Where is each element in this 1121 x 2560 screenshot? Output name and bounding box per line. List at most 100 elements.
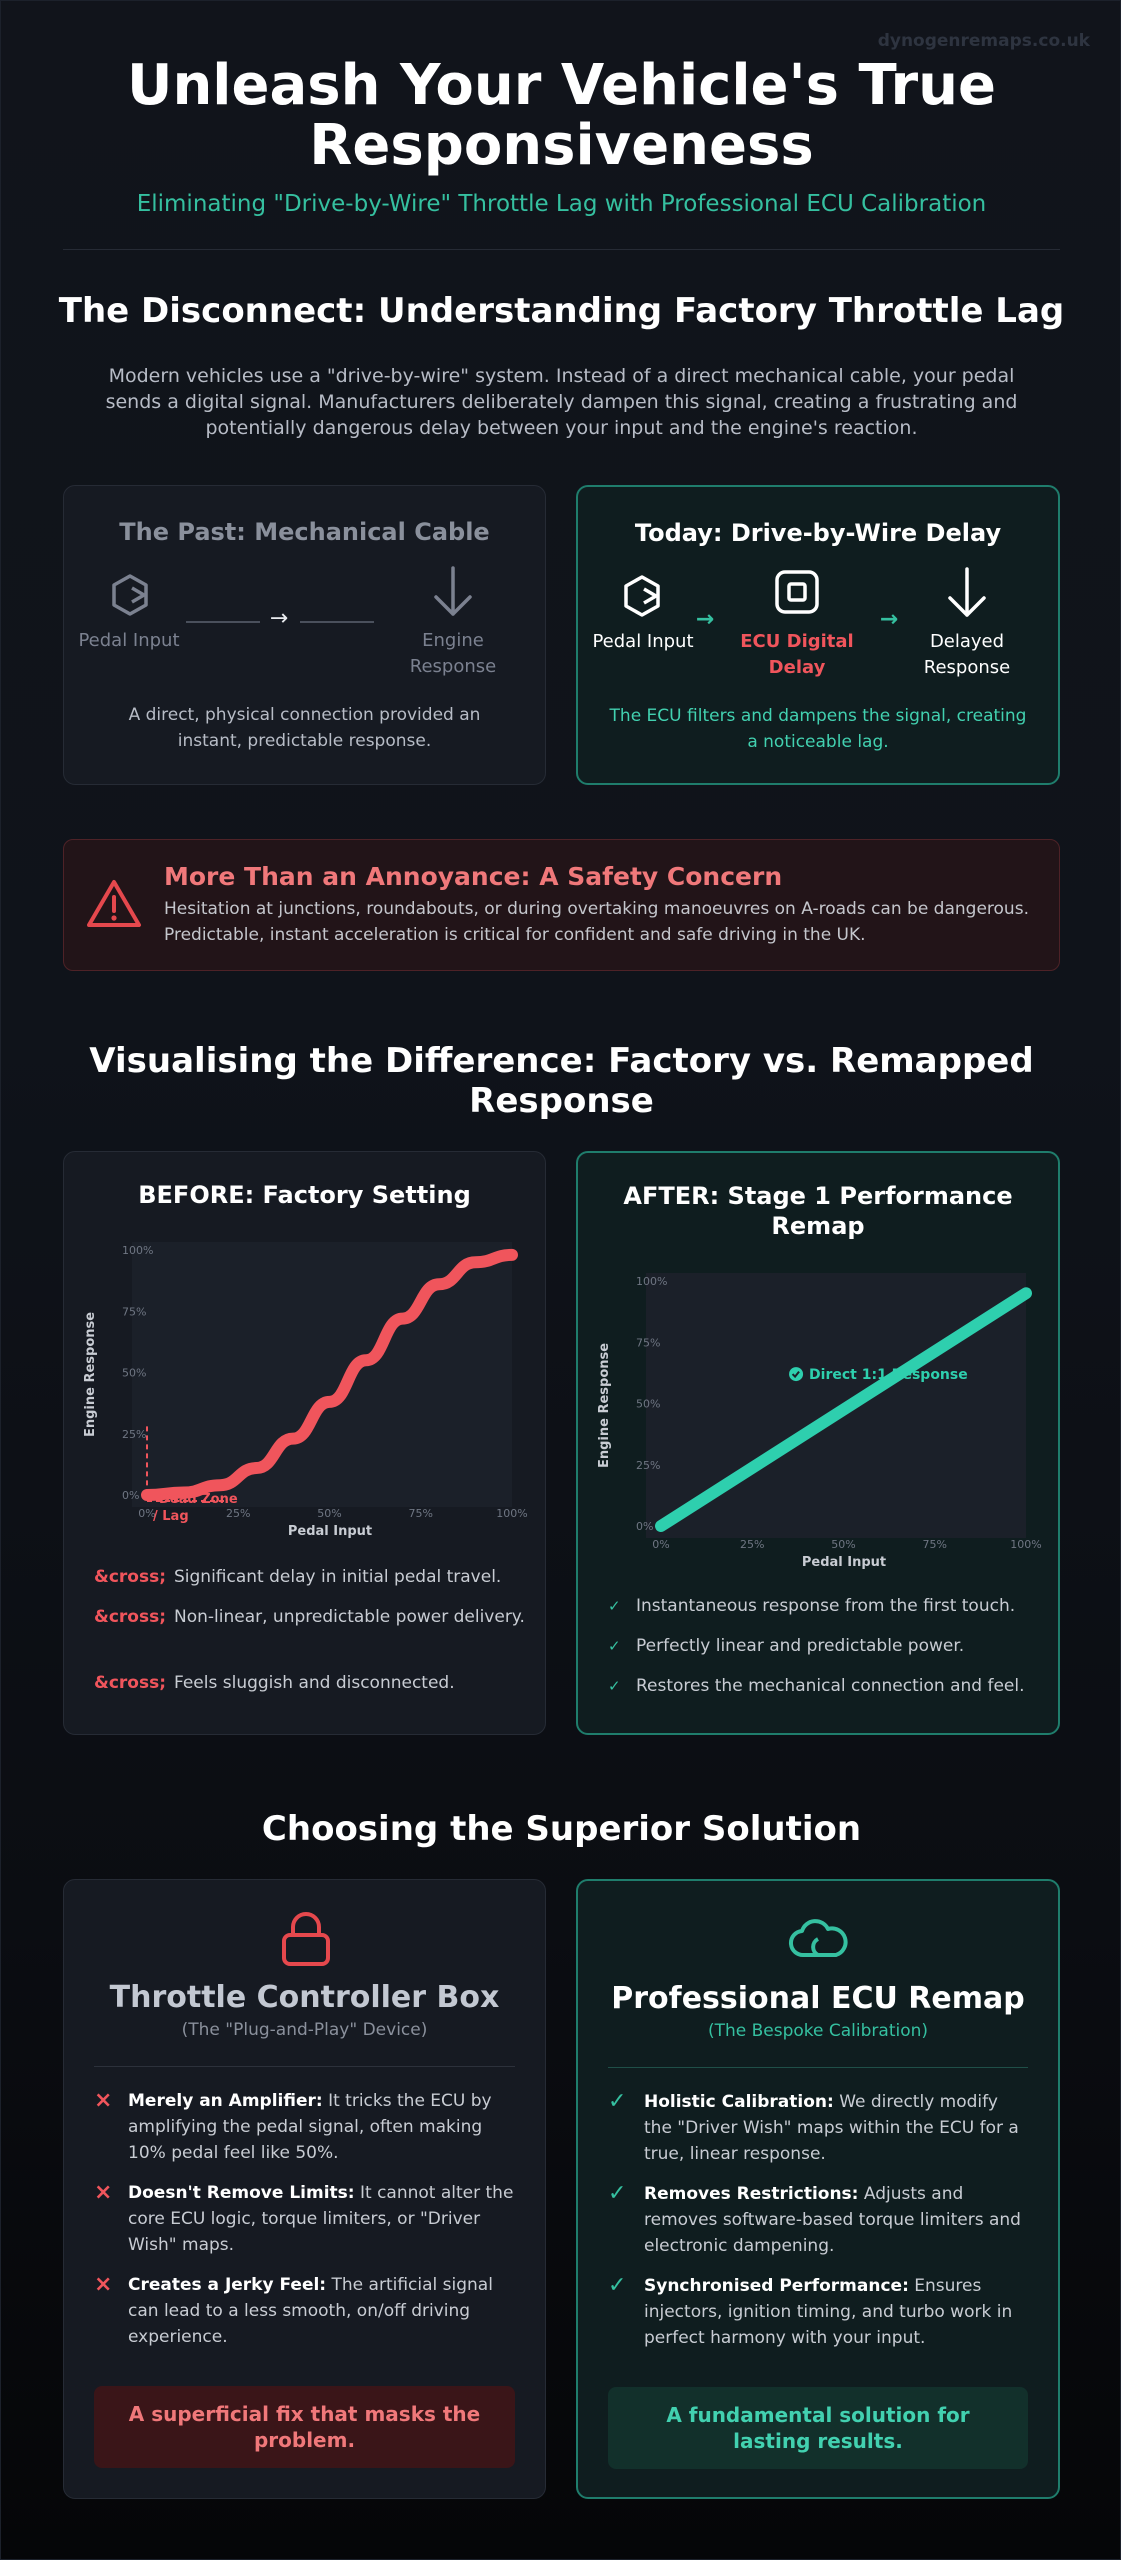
x-tick-label: 100% bbox=[1010, 1538, 1041, 1551]
page-subtitle: Eliminating "Drive-by-Wire" Throttle Lag… bbox=[136, 191, 987, 217]
y-axis-label: Engine Response bbox=[83, 1312, 98, 1437]
cross-icon: × bbox=[94, 2088, 113, 2113]
remap-item-3: ✓ Synchronised Performance: Ensures inje… bbox=[608, 2273, 1028, 2351]
x-tick-label: 0% bbox=[652, 1538, 669, 1551]
throttle-box-title: Throttle Controller Box bbox=[109, 1980, 500, 2015]
y-axis-label: Engine Response bbox=[597, 1343, 612, 1468]
before-point-3-text: Feels sluggish and disconnected. bbox=[174, 1673, 455, 1693]
before-title: BEFORE: Factory Setting bbox=[138, 1181, 471, 1209]
x-tick-label: 25% bbox=[740, 1538, 764, 1551]
dead-zone-label: Dead Zone/ Lag bbox=[153, 1492, 238, 1524]
remap-item-2-text: Adjusts and removes software-based torqu… bbox=[644, 2184, 1021, 2256]
today-pedal-label: Pedal Input bbox=[592, 631, 694, 652]
remap-item-3-text: Ensures injectors, ignition timing, and … bbox=[644, 2276, 1013, 2348]
throttle-box-card: Throttle Controller Box (The "Plug-and-P… bbox=[63, 1879, 546, 2499]
after-point-3-text: Restores the mechanical connection and f… bbox=[636, 1676, 1025, 1696]
y-tick-label: 75% bbox=[122, 1305, 146, 1318]
series-line bbox=[655, 1287, 1032, 1532]
y-tick-label: 0% bbox=[122, 1489, 139, 1502]
cross-icon: &cross; bbox=[94, 1607, 167, 1627]
check-icon: ✓ bbox=[608, 1637, 621, 1655]
remap-item-3-bold: Synchronised Performance: bbox=[644, 2276, 909, 2296]
cross-icon: × bbox=[94, 2272, 113, 2297]
after-title: AFTER: Stage 1 Performance Remap bbox=[623, 1182, 1013, 1240]
section-heading-choosing: Choosing the Superior Solution bbox=[261, 1809, 862, 1849]
remap-item-1: ✓ Holistic Calibration: We directly modi… bbox=[608, 2089, 1028, 2167]
after-point-2: ✓ Perfectly linear and predictable power… bbox=[608, 1633, 1038, 1659]
y-tick-label: 100% bbox=[636, 1275, 667, 1288]
y-tick-label: 100% bbox=[122, 1244, 153, 1257]
box-item-2: × Doesn't Remove Limits: It cannot alter… bbox=[94, 2180, 515, 2258]
after-card: AFTER: Stage 1 Performance Remap 0%25%50… bbox=[576, 1151, 1060, 1735]
box-item-3: × Creates a Jerky Feel: The artificial s… bbox=[94, 2272, 515, 2350]
safety-alert: More Than an Annoyance: A Safety Concern… bbox=[63, 839, 1060, 971]
x-tick-label: 100% bbox=[496, 1507, 527, 1520]
before-point-1-text: Significant delay in initial pedal trave… bbox=[174, 1567, 502, 1587]
warning-icon bbox=[87, 880, 141, 927]
cable-line-left bbox=[186, 621, 260, 623]
brand-watermark: dynogenremaps.co.uk bbox=[877, 31, 1090, 51]
disconnect-intro: Modern vehicles use a "drive-by-wire" sy… bbox=[105, 365, 1018, 439]
today-card: Today: Drive-by-Wire Delay Pedal Input →… bbox=[576, 485, 1060, 785]
check-icon: ✓ bbox=[608, 2273, 627, 2298]
x-axis-label: Pedal Input bbox=[288, 1524, 372, 1539]
before-point-2: &cross; Non-linear, unpredictable power … bbox=[94, 1604, 525, 1630]
section-heading-disconnect: The Disconnect: Understanding Factory Th… bbox=[58, 291, 1065, 331]
past-card-title: The Past: Mechanical Cable bbox=[119, 518, 490, 546]
box-verdict: A superficial fix that masks the problem… bbox=[94, 2386, 515, 2468]
x-tick-label: 50% bbox=[317, 1507, 341, 1520]
arrow-down-icon bbox=[434, 566, 472, 616]
box-item-1: × Merely an Amplifier: It tricks the ECU… bbox=[94, 2088, 515, 2166]
cross-icon: &cross; bbox=[94, 1673, 167, 1693]
check-icon: ✓ bbox=[608, 2181, 627, 2206]
divider bbox=[94, 2066, 515, 2067]
before-point-1: &cross; Significant delay in initial ped… bbox=[94, 1564, 525, 1590]
safety-title: More Than an Annoyance: A Safety Concern bbox=[164, 862, 783, 891]
remap-item-2-bold: Removes Restrictions: bbox=[644, 2184, 859, 2204]
box-item-2-text: It cannot alter the core ECU logic, torq… bbox=[128, 2183, 514, 2255]
safety-text: Hesitation at junctions, roundabouts, or… bbox=[164, 899, 1029, 945]
after-point-1-text: Instantaneous response from the first to… bbox=[636, 1596, 1016, 1616]
y-tick-label: 25% bbox=[122, 1428, 146, 1441]
remap-subtitle: (The Bespoke Calibration) bbox=[707, 2021, 929, 2041]
pedal-icon bbox=[112, 574, 148, 616]
before-point-3: &cross; Feels sluggish and disconnected. bbox=[94, 1670, 525, 1696]
box-item-1-text: It tricks the ECU by amplifying the peda… bbox=[128, 2091, 492, 2163]
check-icon: ✓ bbox=[608, 1677, 621, 1695]
remap-item-1-bold: Holistic Calibration: bbox=[644, 2092, 834, 2112]
y-tick-label: 75% bbox=[636, 1336, 660, 1349]
box-item-2-bold: Doesn't Remove Limits: bbox=[128, 2183, 355, 2203]
past-engine-label: Engine Response bbox=[409, 630, 497, 677]
past-pedal-label: Pedal Input bbox=[78, 630, 180, 651]
today-engine-label: Delayed Response bbox=[923, 631, 1011, 678]
divider bbox=[63, 249, 1060, 250]
cable-line-right bbox=[300, 621, 374, 623]
before-card: BEFORE: Factory Setting 0%25%50%75%100%0… bbox=[63, 1151, 546, 1735]
box-item-3-text: The artificial signal can lead to a less… bbox=[128, 2275, 493, 2347]
direct-response-label: Direct 1:1 Response bbox=[809, 1367, 968, 1383]
series-line bbox=[141, 1248, 518, 1501]
remap-item-1-text: We directly modify the "Driver Wish" map… bbox=[644, 2092, 1019, 2164]
chip-icon bbox=[775, 570, 819, 614]
check-icon bbox=[791, 1370, 800, 1379]
arrow-right-icon: → bbox=[879, 607, 899, 632]
x-tick-label: 75% bbox=[409, 1507, 433, 1520]
y-tick-label: 50% bbox=[122, 1367, 146, 1380]
remap-title: Professional ECU Remap bbox=[611, 1981, 1025, 2016]
after-point-1: ✓ Instantaneous response from the first … bbox=[608, 1593, 1038, 1619]
lock-icon bbox=[282, 1912, 330, 1966]
page-title: Unleash Your Vehicle's True Responsivene… bbox=[126, 53, 997, 178]
check-icon: ✓ bbox=[608, 2089, 627, 2114]
before-point-2-text: Non-linear, unpredictable power delivery… bbox=[174, 1607, 525, 1627]
remap-verdict: A fundamental solution for lasting resul… bbox=[608, 2387, 1028, 2469]
box-item-1-bold: Merely an Amplifier: bbox=[128, 2091, 323, 2111]
y-tick-label: 25% bbox=[636, 1459, 660, 1472]
section-heading-visualising: Visualising the Difference: Factory vs. … bbox=[89, 1041, 1034, 1121]
x-tick-label: 25% bbox=[226, 1507, 250, 1520]
cloud-icon bbox=[789, 1919, 848, 1958]
arrow-right-icon: → bbox=[695, 607, 715, 632]
today-ecu-label: ECU Digital Delay bbox=[740, 631, 854, 678]
before-chart: 0%25%50%75%100%0%25%50%75%100%Pedal Inpu… bbox=[83, 1242, 528, 1539]
cross-icon: × bbox=[94, 2180, 113, 2205]
